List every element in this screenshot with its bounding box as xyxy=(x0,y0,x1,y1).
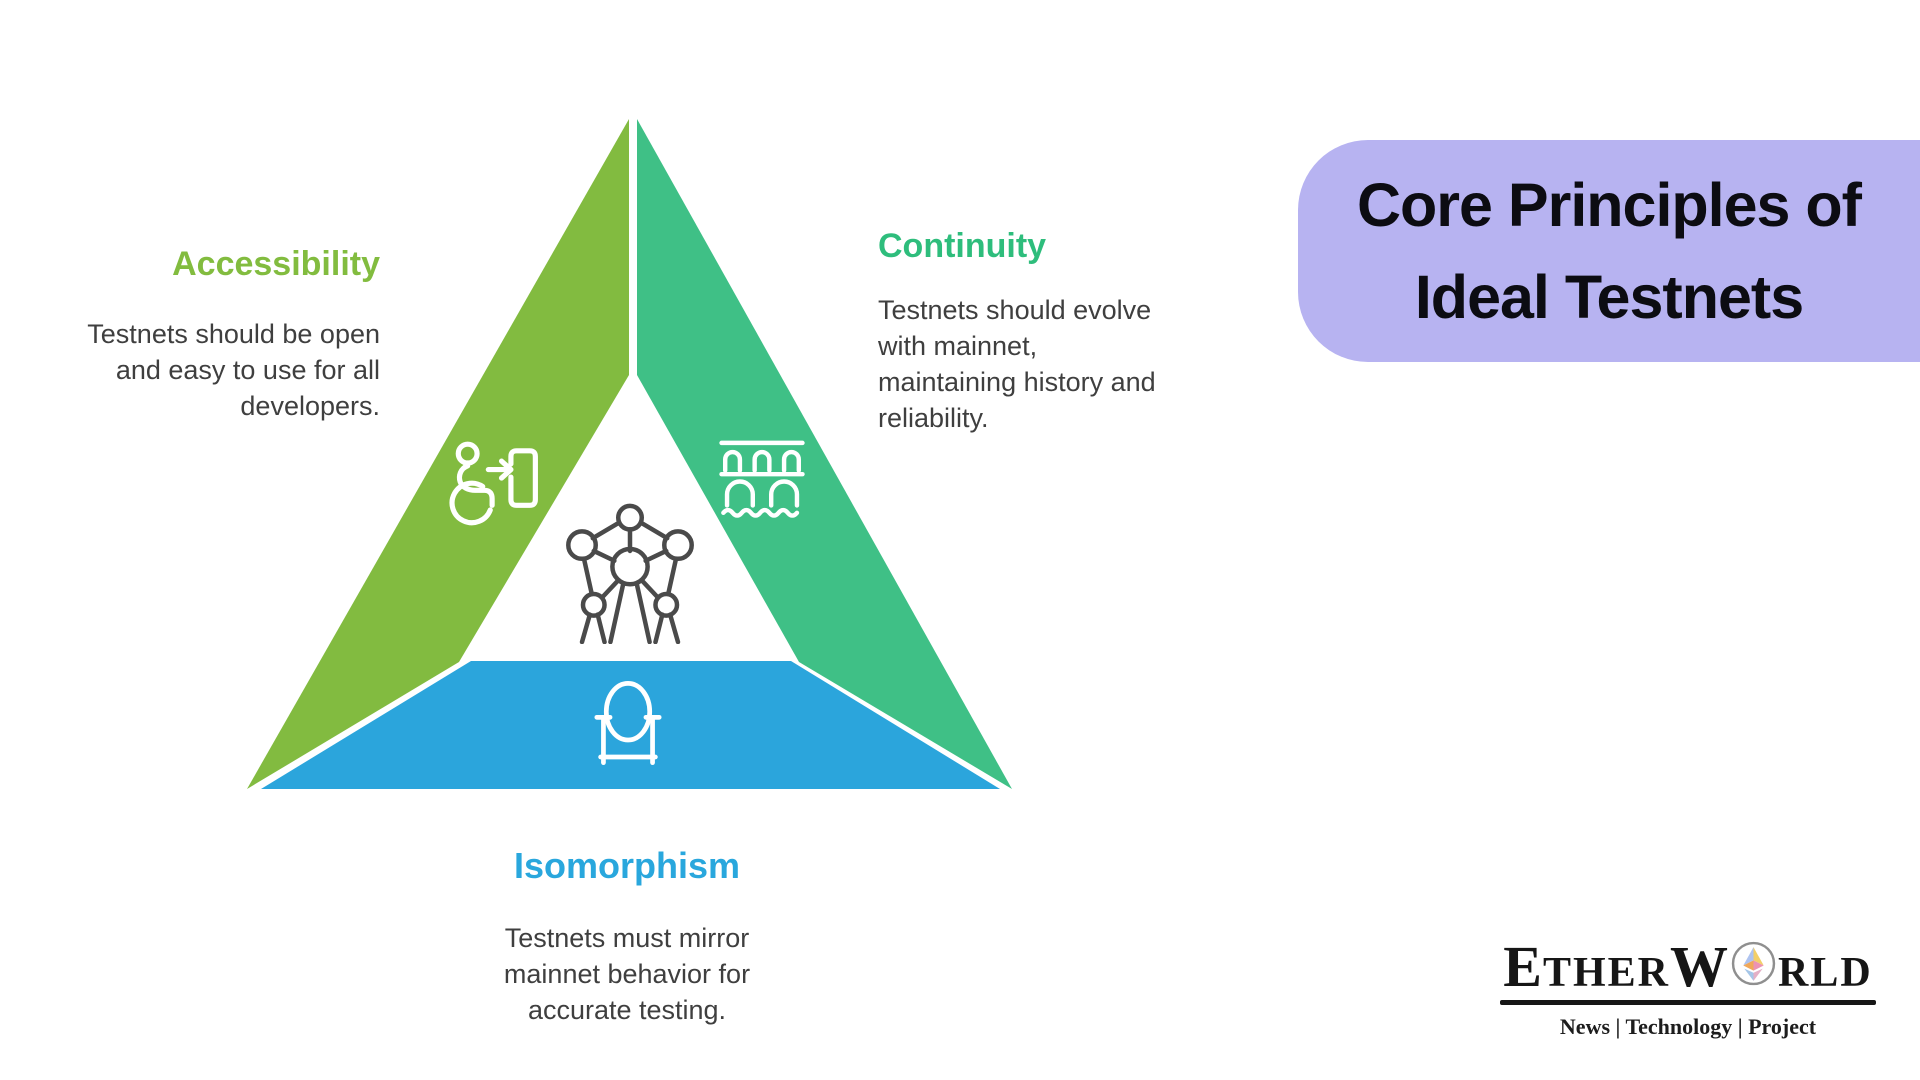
accessibility-door-icon xyxy=(449,441,538,526)
isomorphism-description-line: mainnet behavior for xyxy=(503,959,751,989)
bridge-icon xyxy=(719,440,805,518)
logo-letters-ther: THER xyxy=(1542,950,1671,996)
isomorphism-heading: Isomorphism xyxy=(513,845,741,886)
accessibility-description: Testnets should be open and easy to use … xyxy=(60,316,380,424)
accessibility-description-line: and easy to use for all xyxy=(115,355,380,385)
logo-tagline: News | Technology | Project xyxy=(1559,1014,1817,1039)
mirror-icon xyxy=(594,680,662,766)
page-title-line-1: Core Principles of xyxy=(1356,171,1862,239)
logo-divider-rule xyxy=(1500,1000,1876,1005)
continuity-heading: Continuity xyxy=(878,227,1047,265)
continuity-description: Testnets should evolve with mainnet, mai… xyxy=(878,292,1278,436)
etherworld-wordmark: E THER W RLD xyxy=(1500,938,1876,996)
continuity-description-line: with mainnet, xyxy=(878,331,1038,361)
isomorphism-description-line: accurate testing. xyxy=(527,995,727,1025)
ethereum-logo-icon xyxy=(1731,941,1776,986)
logo-letter-w: W xyxy=(1670,934,1730,999)
continuity-band xyxy=(637,119,1012,789)
isomorphism-band xyxy=(261,661,1000,789)
accessibility-description-line: developers. xyxy=(240,391,380,421)
isomorphism-description-line: Testnets must mirror xyxy=(504,923,750,953)
accessibility-description-line: Testnets should be open xyxy=(87,319,380,349)
isomorphism-description: Testnets must mirror mainnet behavior fo… xyxy=(427,920,827,1028)
logo-letter-e: E xyxy=(1503,934,1543,999)
continuity-description-line: reliability. xyxy=(878,403,989,433)
page-title-line-2: Ideal Testnets xyxy=(1414,263,1804,331)
accessibility-band xyxy=(247,119,629,789)
continuity-description-line: Testnets should evolve xyxy=(878,295,1152,325)
continuity-description-line: maintaining history and xyxy=(878,367,1156,397)
testnet-principles-triangle xyxy=(247,119,1012,789)
page-title: Core Principles of Ideal Testnets xyxy=(1298,140,1920,362)
atomium-network-icon xyxy=(566,503,694,644)
etherworld-logo: E THER W RLD News | Technology | Project xyxy=(1500,938,1876,1040)
accessibility-heading: Accessibility xyxy=(172,245,380,283)
title-box: Core Principles of Ideal Testnets xyxy=(1298,140,1920,362)
logo-letters-rld: RLD xyxy=(1778,950,1873,996)
